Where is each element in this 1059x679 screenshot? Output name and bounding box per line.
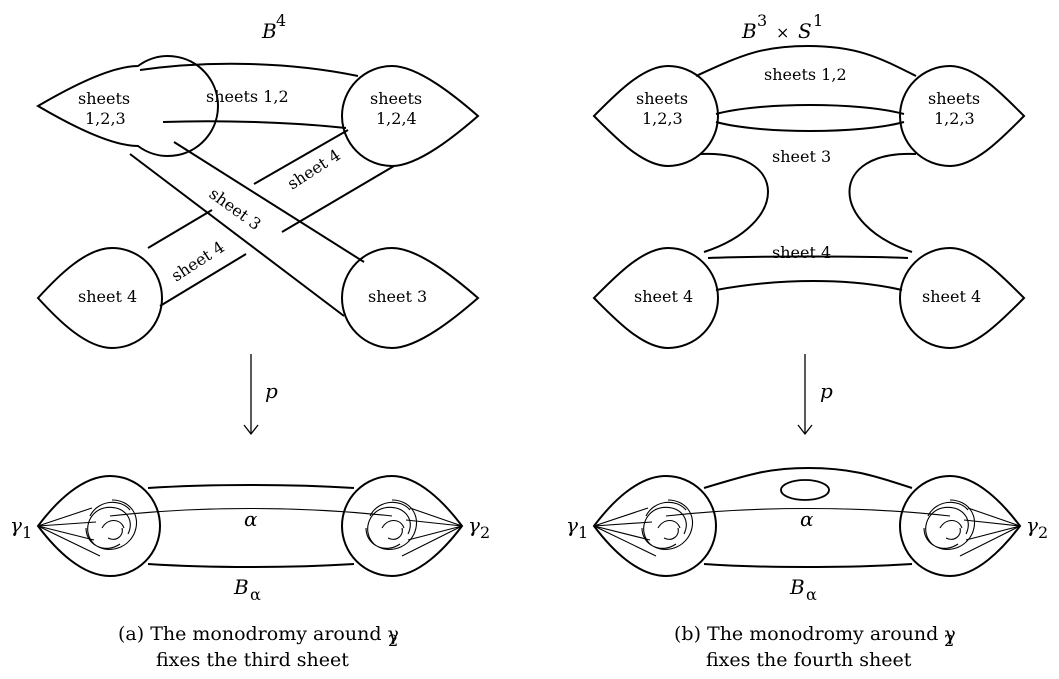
base-b-right-disk	[899, 474, 1022, 578]
band-b-upper-label: sheets 1,2	[764, 65, 847, 84]
disk-b-bottom-left-label: sheet 4	[634, 287, 693, 306]
band-label-a-sub: α	[250, 585, 261, 604]
panel-b-top-label-sup2: 1	[813, 11, 823, 30]
disk-b-top-left-line1: sheets	[636, 89, 688, 108]
band-a-short-diag-lower	[159, 165, 395, 307]
band-b-right-bulge	[848, 152, 917, 253]
disk-b-top-right-line2: 1,2,3	[934, 109, 975, 128]
band-b-lower-lower	[715, 280, 903, 291]
panel-a-top-label-sup: 4	[276, 11, 286, 30]
gamma-b-left-lines	[593, 507, 657, 557]
base-b-hole	[780, 479, 830, 501]
alpha-label-b: α	[800, 507, 814, 531]
disk-b-top-right	[899, 64, 1026, 168]
panel-b-top-label-sup1: 3	[757, 11, 767, 30]
knot-b-right	[923, 499, 976, 551]
caption-a-sub: 2	[388, 631, 398, 650]
band-label-b-sub: α	[806, 585, 817, 604]
disk-a-bottom-right	[341, 246, 480, 350]
knot-a-right	[365, 499, 418, 551]
disk-a-bottom-left	[36, 246, 163, 350]
disk-a-top-right-line1: sheets	[370, 89, 422, 108]
caption-a-line1: (a) The monodromy around γ	[118, 623, 399, 645]
disk-a-bottom-left-label: sheet 4	[78, 287, 137, 306]
alpha-curve-b	[665, 507, 951, 517]
base-b-band-top	[703, 466, 913, 489]
band-b-middle-upper	[715, 121, 905, 132]
caption-a-line2: fixes the third sheet	[156, 649, 349, 671]
band-b-lower-upper	[707, 255, 909, 259]
panel-b-top-label-B: B	[741, 19, 757, 43]
base-a-band-bottom	[147, 563, 355, 568]
disk-b-bottom-left	[592, 246, 719, 350]
band-a-top	[139, 62, 359, 77]
gamma-a-right-lines	[401, 507, 463, 557]
disk-b-top-left-line2: 1,2,3	[642, 109, 683, 128]
gamma-b-right-lines	[959, 507, 1021, 557]
caption-b-line2: fixes the fourth sheet	[706, 649, 912, 671]
band-b-upper-lower	[715, 104, 905, 115]
gamma-b-left-sub: 1	[578, 523, 588, 542]
disk-b-bottom-right	[899, 246, 1026, 350]
band-b-outer-top	[695, 44, 917, 77]
map-arrow-b-head	[797, 424, 813, 436]
band-b-left-bulge	[699, 152, 769, 253]
gamma-b-right-sub: 2	[1038, 523, 1048, 542]
disk-a-top-right-line2: 1,2,4	[376, 109, 417, 128]
map-label-a: p	[265, 379, 278, 403]
band-label-a: B	[233, 575, 249, 599]
band-a-top-label: sheets 1,2	[206, 87, 289, 106]
base-a-left-disk	[36, 474, 161, 578]
knot-a-left	[85, 499, 138, 551]
base-b-left-disk	[592, 474, 717, 578]
gamma-a-left-lines	[37, 507, 101, 557]
map-label-b: p	[820, 379, 833, 403]
disk-b-top-right-line1: sheets	[928, 89, 980, 108]
band-b-lower-label: sheet 4	[772, 243, 831, 262]
panel-a: B 4 sheets 1,2,3 sheets 1,2,4 sheet 4 sh…	[10, 11, 490, 671]
gamma-a-right: γ	[468, 513, 480, 537]
gamma-a-left: γ	[10, 513, 22, 537]
caption-b-line1: (b) The monodromy around γ	[674, 623, 956, 645]
band-a-short-diag-lower-label: sheet 4	[168, 237, 228, 285]
band-a-short-diag-upper	[147, 129, 349, 249]
band-a-long-diag-lower	[129, 153, 345, 317]
caption-b-sub: 2	[944, 631, 954, 650]
band-a-top-lower	[162, 120, 347, 129]
disk-b-top-left	[592, 64, 719, 168]
band-b-middle-label: sheet 3	[772, 147, 831, 166]
alpha-label-a: α	[244, 507, 258, 531]
band-a-long-diag-upper	[173, 141, 365, 263]
band-a-long-diag-label: sheet 3	[206, 184, 265, 234]
panel-a-top-label: B	[261, 19, 277, 43]
disk-a-top-right	[341, 64, 480, 168]
map-arrow-a-head	[243, 424, 259, 436]
base-b-band-bottom	[703, 563, 913, 568]
panel-b: B 3 × S 1 sheets 1,2,3 sheets 1,2,3 shee…	[566, 11, 1048, 671]
band-a-short-diag-upper-label: sheet 4	[284, 145, 344, 193]
disk-a-bottom-right-label: sheet 3	[368, 287, 427, 306]
band-label-b: B	[789, 575, 805, 599]
disk-a-top-left	[36, 55, 219, 157]
disk-b-bottom-right-label: sheet 4	[922, 287, 981, 306]
knot-b-left	[641, 499, 694, 551]
disk-a-top-left-line1: sheets	[78, 89, 130, 108]
base-a-band-top	[147, 484, 355, 489]
panel-b-top-label-S: S	[798, 19, 812, 43]
gamma-b-right: γ	[1026, 513, 1038, 537]
gamma-a-left-sub: 1	[22, 523, 32, 542]
panel-b-top-label-times: ×	[776, 23, 789, 42]
gamma-a-right-sub: 2	[480, 523, 490, 542]
base-a-right-disk	[341, 474, 464, 578]
disk-a-top-left-line2: 1,2,3	[85, 109, 126, 128]
alpha-curve-a	[109, 507, 393, 517]
gamma-b-left: γ	[566, 513, 578, 537]
